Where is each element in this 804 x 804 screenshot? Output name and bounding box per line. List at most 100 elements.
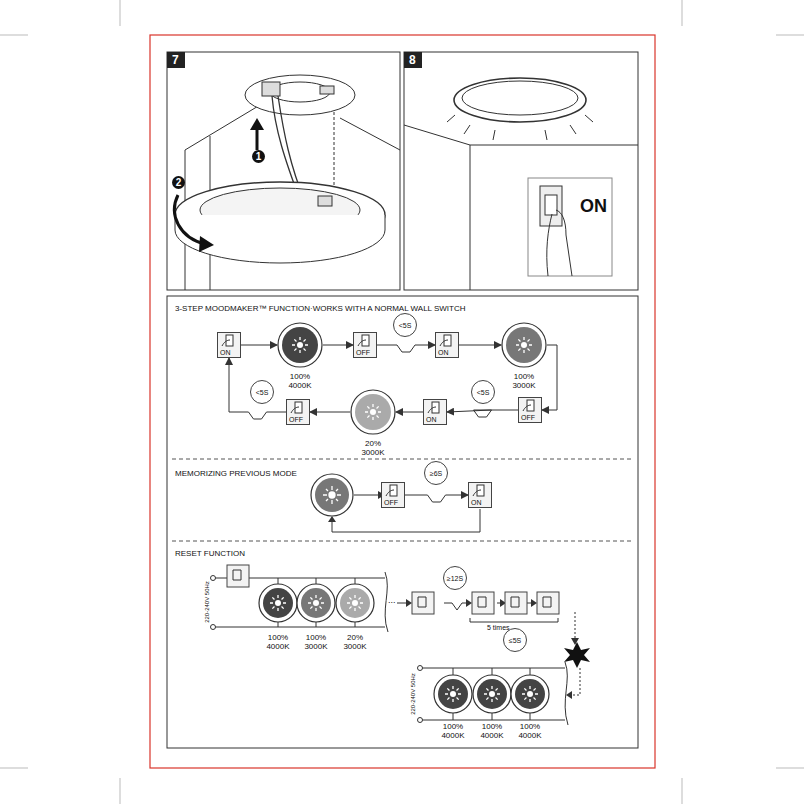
timer-node: <5S (393, 313, 417, 337)
timer-label: ≤5S (509, 637, 521, 644)
lamp-ring (434, 675, 472, 713)
lamp-face (301, 588, 331, 618)
finger (473, 490, 481, 496)
lamp-ring (297, 584, 335, 622)
lamp-face (515, 679, 545, 709)
sun-rays (484, 686, 500, 702)
lamp-node: 100% 4000K (426, 673, 480, 740)
lamp-node: 100% 4000K (465, 673, 519, 740)
lamp-node: 20% 3000K (328, 582, 382, 651)
sun-rays (522, 686, 538, 702)
timer-label: <5S (477, 389, 490, 396)
lamp-icon (471, 673, 513, 715)
lamp-icon (334, 582, 376, 624)
lamp-icon (349, 388, 397, 436)
flow-arrow (447, 410, 518, 417)
lamp-node: 100% 3000K (497, 321, 551, 390)
lamp-face (263, 588, 293, 618)
text-label: 220-240V 50Hz (204, 581, 210, 623)
switch-icon (218, 334, 240, 348)
switch-node: ON (468, 482, 492, 508)
lamp-face (282, 327, 318, 363)
callout-number: 2 (172, 176, 185, 189)
timer-node: <5S (471, 380, 495, 404)
flow-arrow (310, 412, 350, 413)
sun-rays (516, 337, 532, 353)
lamp-icon (500, 321, 548, 369)
lamp-label: 100% 3000K (507, 372, 541, 390)
lamp-node: 100% 4000K (503, 673, 557, 740)
lamp-node: 100% 4000K (273, 321, 327, 390)
lamp-face (438, 679, 468, 709)
flow-arrow (241, 345, 277, 346)
flow-arrow (405, 495, 468, 502)
sun-rays (347, 595, 363, 611)
switch-node: OFF (518, 397, 542, 423)
switch-label: OFF (289, 416, 303, 423)
switch-icon (519, 399, 541, 413)
lamp-ring (336, 584, 374, 622)
timer-node: ≥6S (424, 461, 448, 485)
flow-arrow (229, 358, 286, 419)
step-number: 8 (409, 53, 416, 67)
lamp-ring (502, 323, 546, 367)
finger (440, 340, 448, 346)
lamp-icon (276, 321, 324, 369)
switch-node: ON (217, 332, 241, 358)
lamp-ring (351, 390, 395, 434)
sun-core (352, 600, 358, 606)
lamp-face (355, 394, 391, 430)
timer-label: ≥12S (447, 575, 463, 582)
text-label: ... (388, 595, 396, 605)
switch-node: OFF (353, 332, 377, 358)
lamp-node: 100% 4000K (251, 582, 305, 651)
lamp-label: 20% 3000K (338, 633, 372, 651)
switch-icon (469, 484, 491, 498)
switch-label: ON (438, 349, 449, 356)
switch-label: OFF (384, 499, 398, 506)
switch-label: OFF (356, 349, 370, 356)
switch-icon (436, 334, 458, 348)
lamp-icon (509, 673, 551, 715)
lamp-label: 100% 4000K (261, 633, 295, 651)
switch-icon (354, 334, 376, 348)
sun-rays (365, 404, 381, 420)
timer-node: <5S (250, 380, 274, 404)
switch-node: OFF (381, 482, 405, 508)
switch-label: OFF (521, 414, 535, 421)
switch-icon (287, 401, 309, 415)
flow-arrow (323, 345, 353, 346)
text-label: MEMORIZING PREVIOUS MODE (175, 469, 297, 478)
text-label: ON (580, 196, 607, 217)
lamp-icon (295, 582, 337, 624)
sun-core (275, 600, 281, 606)
switch-label: ON (426, 416, 437, 423)
sun-core (527, 691, 533, 697)
flow-arrow (377, 345, 435, 352)
lamp-label: 100% 4000K (283, 372, 317, 390)
lamp-face (477, 679, 507, 709)
lamp-ring (473, 675, 511, 713)
switch-label: ON (220, 349, 231, 356)
timer-node: ≥12S (443, 566, 467, 590)
lamp-label: 100% 3000K (299, 633, 333, 651)
step-number: 7 (172, 53, 179, 67)
finger (523, 405, 531, 411)
lamp-node: 100% 3000K (289, 582, 343, 651)
sun-core (297, 342, 303, 348)
text-label: RESET FUNCTION (175, 549, 245, 558)
sun-rays (292, 337, 308, 353)
lamp-icon (257, 582, 299, 624)
switch-node: OFF (286, 399, 310, 425)
sun-core (450, 691, 456, 697)
text-label: 5 times (487, 624, 510, 631)
lamp-node: 20% 3000K (346, 388, 400, 457)
lamp-face (340, 588, 370, 618)
timer-label: <5S (399, 322, 412, 329)
switch-icon (424, 401, 446, 415)
sun-rays (445, 686, 461, 702)
lamp-ring (259, 584, 297, 622)
